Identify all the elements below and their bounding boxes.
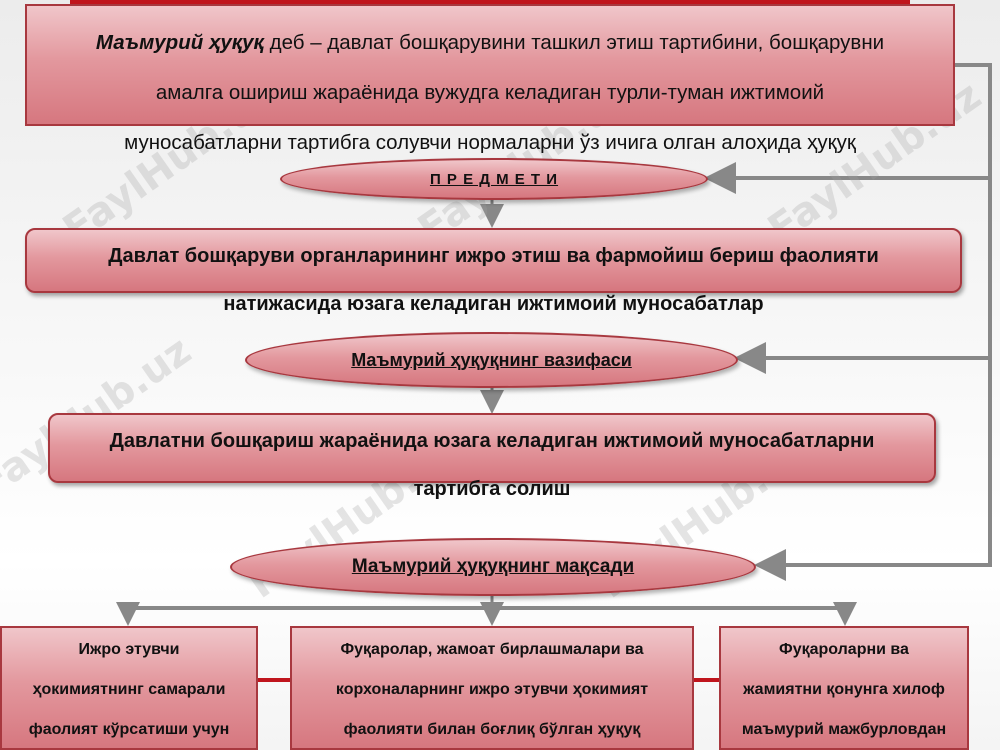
red-link-right [694,678,720,682]
goal-1-line-2: ҳокимиятнинг самарали [32,681,226,698]
definition-line-2: амалга ошириш жараёнида вужудга келадига… [155,81,825,104]
subject-box: Давлат бошқаруви органларининг ижро этиш… [25,228,962,315]
goal-box-3: Фуқароларни ва жамиятни қонунга хилоф ма… [719,626,969,750]
goal-2-line-1: Фуқаролар, жамоат бирлашмалари ва [340,641,644,658]
goal-label: Маъмурий ҳуқуқнинг мақсади [351,556,635,577]
goal-3-line-3: маъмурий мажбурловдан [741,721,947,738]
task-line-1: Давлатни бошқариш жараёнида юзага келади… [109,430,875,452]
task-label: Маъмурий ҳуқуқнинг вазифаси [351,349,632,370]
goal-2-line-2: корхоналарнинг ижро этувчи ҳокимият [335,681,649,698]
goal-ellipse: Маъмурий ҳуқуқнинг мақсади [230,538,756,596]
task-ellipse: Маъмурий ҳуқуқнинг вазифаси [245,332,738,388]
goal-box-1: Ижро этувчи ҳокимиятнинг самарали фаолия… [0,626,258,750]
task-box: Давлатни бошқариш жараёнида юзага келади… [48,413,936,500]
top-accent-bar [70,0,910,5]
task-line-2: тартибга солиш [413,478,571,500]
red-link-left [258,678,291,682]
right-feedback-line [754,63,992,581]
definition-line-1-rest: деб – давлат бошқарувини ташкил этиш тар… [263,31,885,54]
goal-3-line-1: Фуқароларни ва [779,641,909,658]
subject-ellipse: П Р Е Д М Е Т И [280,158,708,200]
goal-2-line-3: фаолияти билан боғлиқ бўлган ҳуқуқ [343,721,641,738]
definition-term: Маъмурий ҳуқуқ [95,31,264,54]
definition-line-1: Маъмурий ҳуқуқ деб – давлат бошқарувини … [45,18,935,68]
goal-3-line-2: жамиятни қонунга хилоф [743,681,945,698]
subject-label: П Р Е Д М Е Т И [429,170,559,188]
definition-box: Маъмурий ҳуқуқ деб – давлат бошқарувини … [25,4,955,154]
definition-line-3: муносабатларни тартибга солувчи нормалар… [124,131,856,154]
goal-box-2: Фуқаролар, жамоат бирлашмалари ва корхон… [290,626,694,750]
goal-1-line-3: фаолият кўрсатиши учун [28,721,230,738]
subject-line-1: Давлат бошқаруви органларининг ижро этиш… [108,245,879,267]
goal-1-line-1: Ижро этувчи [78,641,180,658]
subject-line-2: натижасида юзага келадиган ижтимоий муно… [223,293,764,315]
